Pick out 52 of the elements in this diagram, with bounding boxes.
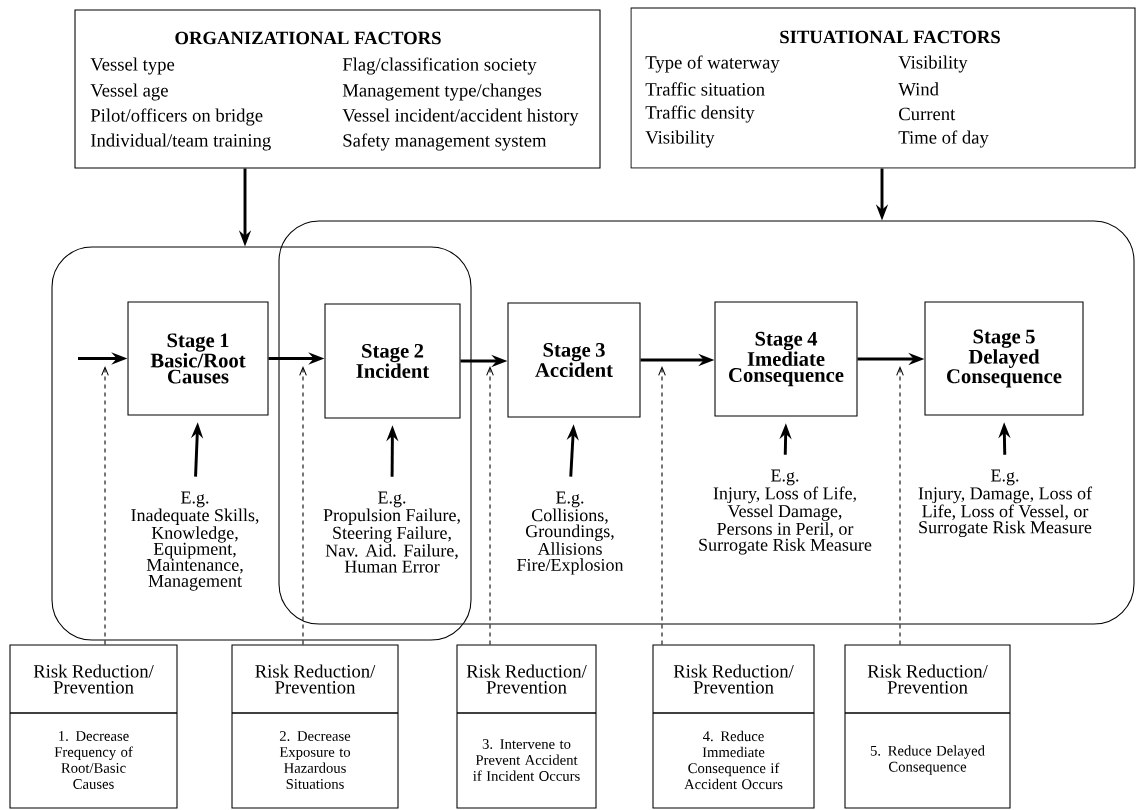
box-heading: Risk Reduction/ Prevention (255, 664, 376, 694)
arrow (299, 366, 307, 645)
example-text: E.g. Injury, Damage, Loss of Life, Loss of Vessel, or Surrogate Risk Measure (918, 469, 1093, 538)
measure-text: 3. Intervene to Prevent Accident if Incident Occurs (473, 739, 580, 781)
list-item: Traffic situation (645, 82, 765, 96)
box-heading: Risk Reduction/ Prevention (673, 664, 794, 694)
list-item: Vessel incident/accident history (342, 108, 579, 126)
rounded-frame (51, 246, 472, 641)
measure-text: 4. Reduce Immediate Consequence if Accident Occurs (684, 730, 783, 790)
box-heading: ORGANIZATIONAL FACTORS (175, 31, 441, 45)
measure-text: 2. Decrease Exposure to Hazardous Situations (279, 731, 351, 789)
box-heading: SITUATIONAL FACTORS (780, 30, 1000, 44)
list-item: Current (899, 107, 956, 121)
arrow (101, 366, 109, 645)
list-item: Flag/classification society (342, 57, 537, 75)
list-item: Safety management system (343, 133, 547, 151)
example-text: E.g. Collisions, Groundings, Allisions Fire/Explosion (517, 491, 624, 575)
risk-box (231, 644, 399, 809)
rounded-frame (278, 220, 1135, 625)
stage-box: Stage 1 Basic/Root Causes (127, 301, 269, 416)
example-text: E.g. Injury, Loss of Life, Vessel Damage, Persons in Peril, or Surrogate Risk Measure (699, 469, 872, 555)
measure-text: 5. Reduce Delayed Consequence (870, 745, 985, 775)
list-item: Individual/team training (90, 133, 271, 151)
factors-box (630, 7, 1136, 169)
list-item: Wind (898, 82, 939, 96)
list-item: Vessel age (90, 83, 168, 101)
risk-box (652, 644, 815, 809)
box-heading: Risk Reduction/ Prevention (867, 664, 988, 694)
list-item: Vessel type (90, 57, 175, 75)
list-item: Type of waterway (645, 55, 780, 73)
arrow (486, 366, 494, 645)
box-heading: Risk Reduction/ Prevention (466, 664, 587, 694)
stage-box: Stage 4 Imediate Consequence (714, 301, 858, 417)
risk-box (9, 644, 178, 809)
stage-box: Stage 3 Accident (507, 302, 641, 418)
list-item: Time of day (898, 130, 989, 148)
measure-text: 1. Decrease Frequency of Root/Basic Causes (54, 731, 133, 789)
risk-box (844, 644, 1011, 809)
box-heading: Risk Reduction/ Prevention (33, 664, 154, 694)
example-text: E.g. Inadequate Skills, Knowledge, Equipment, Maintenance, Management (131, 491, 259, 591)
list-item: Traffic density (645, 105, 755, 123)
arrow (658, 366, 666, 645)
list-item: Management type/changes (342, 83, 542, 101)
example-text: E.g. Propulsion Failure, Steering Failure, Nav. Aid. Failure, Human Error (323, 491, 460, 573)
risk-box (456, 644, 597, 809)
stage-box: Stage 5 Delayed Consequence (924, 301, 1084, 416)
list-item: Pilot/officers on bridge (90, 108, 263, 126)
list-item: Visibility (645, 130, 715, 148)
factors-box (74, 9, 601, 169)
arrow (896, 366, 904, 645)
stage-box: Stage 2 Incident (324, 303, 461, 419)
list-item: Visibility (898, 55, 968, 73)
